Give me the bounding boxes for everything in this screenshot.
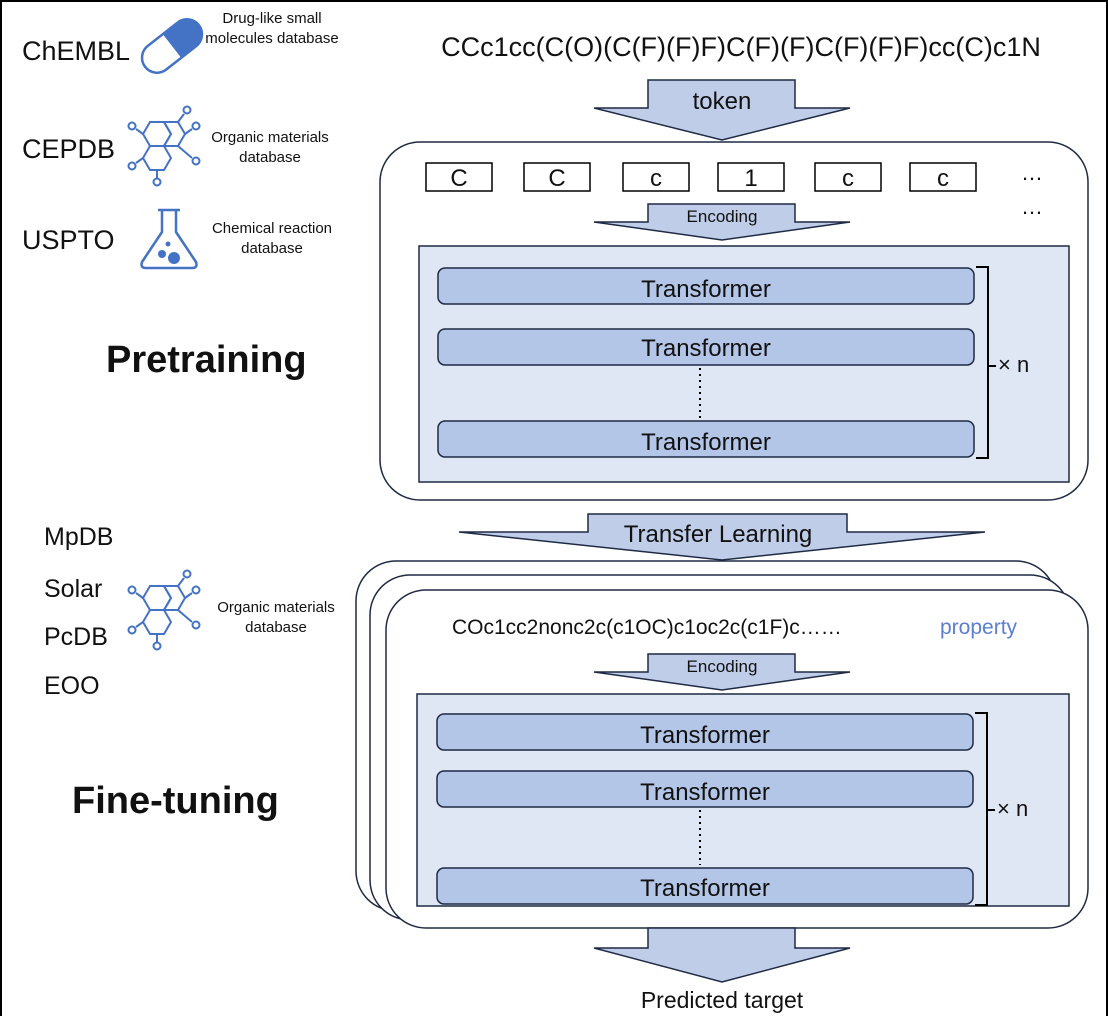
transformer-block <box>437 420 975 458</box>
token-arrow-label: token <box>693 88 752 115</box>
transformer-block-label: Transformer <box>640 722 770 749</box>
transformer-block-label: Transformer <box>640 779 770 806</box>
token-box <box>909 162 977 192</box>
predicted-target-label: Predicted target <box>641 987 804 1013</box>
token-value: c <box>650 165 662 192</box>
transformer-block-label: Transformer <box>641 429 771 456</box>
token-ellipsis: … <box>1021 194 1043 219</box>
finetuning-label: Fine-tuning <box>72 780 279 822</box>
token-box <box>523 162 591 192</box>
token-ellipsis: … <box>1021 160 1043 185</box>
pretraining-label: Pretraining <box>106 339 307 381</box>
finetune-desc-line2: database <box>245 619 307 636</box>
source-desc-chembl-line1: Drug-like small <box>222 10 321 27</box>
encoding-arrow-label: Encoding <box>687 657 758 676</box>
repeat-bracket <box>976 266 996 459</box>
token-value: C <box>548 165 565 192</box>
token-box <box>425 162 493 192</box>
molecule-structure-icon <box>127 569 201 651</box>
dataset-solar: Solar <box>44 575 102 603</box>
source-desc-uspto-line1: Chemical reaction <box>212 220 332 237</box>
transformer-block <box>437 328 975 366</box>
token-value: C <box>450 165 467 192</box>
transformer-block <box>436 770 974 808</box>
source-desc-chembl-line2: molecules database <box>205 30 338 47</box>
transformer-block <box>436 867 974 905</box>
transformer-block-label: Transformer <box>641 276 771 303</box>
repeat-bracket <box>975 712 995 906</box>
token-box <box>814 162 882 192</box>
encoding-arrow <box>593 653 851 691</box>
token-arrow <box>593 79 851 141</box>
source-desc-cepdb-line2: database <box>239 149 301 166</box>
repeat-label: × n <box>998 352 1029 377</box>
flask-icon <box>140 208 198 270</box>
token-row: C C c 1 c c <box>425 162 977 192</box>
dataset-eoo: EOO <box>44 672 100 700</box>
transfer-learning-arrow <box>458 513 986 561</box>
transformer-block <box>437 267 975 305</box>
encoding-arrow <box>593 203 851 241</box>
transformer-block-label: Transformer <box>641 335 771 362</box>
token-value: c <box>842 165 854 192</box>
source-name-chembl: ChEMBL <box>22 36 130 66</box>
dataset-mpdb: MpDB <box>44 523 113 551</box>
finetune-smiles: COc1cc2nonc2c(c1OC)c1oc2c(c1F)c…… <box>452 616 842 639</box>
source-desc-cepdb-line1: Organic materials <box>211 129 329 146</box>
transformer-block <box>436 713 974 751</box>
token-value: c <box>937 165 949 192</box>
repeat-label: × n <box>997 796 1028 821</box>
token-value: 1 <box>744 165 757 192</box>
transfer-learning-label: Transfer Learning <box>624 521 813 548</box>
property-label: property <box>940 616 1018 639</box>
output-arrow <box>593 927 851 983</box>
finetune-desc-line1: Organic materials <box>217 599 335 616</box>
pretraining-smiles: CCc1cc(C(O)(C(F)(F)F)C(F)(F)C(F)(F)F)cc(… <box>441 32 1041 62</box>
pill-capsule-icon <box>140 18 204 74</box>
token-box <box>622 162 690 192</box>
transformer-block-label: Transformer <box>640 875 770 902</box>
source-name-uspto: USPTO <box>22 225 115 255</box>
source-desc-uspto-line2: database <box>241 240 303 257</box>
token-box <box>717 162 785 192</box>
encoding-arrow-label: Encoding <box>687 207 758 226</box>
dataset-pcdb: PcDB <box>44 623 108 651</box>
source-name-cepdb: CEPDB <box>22 134 115 164</box>
molecule-structure-icon <box>127 105 201 187</box>
